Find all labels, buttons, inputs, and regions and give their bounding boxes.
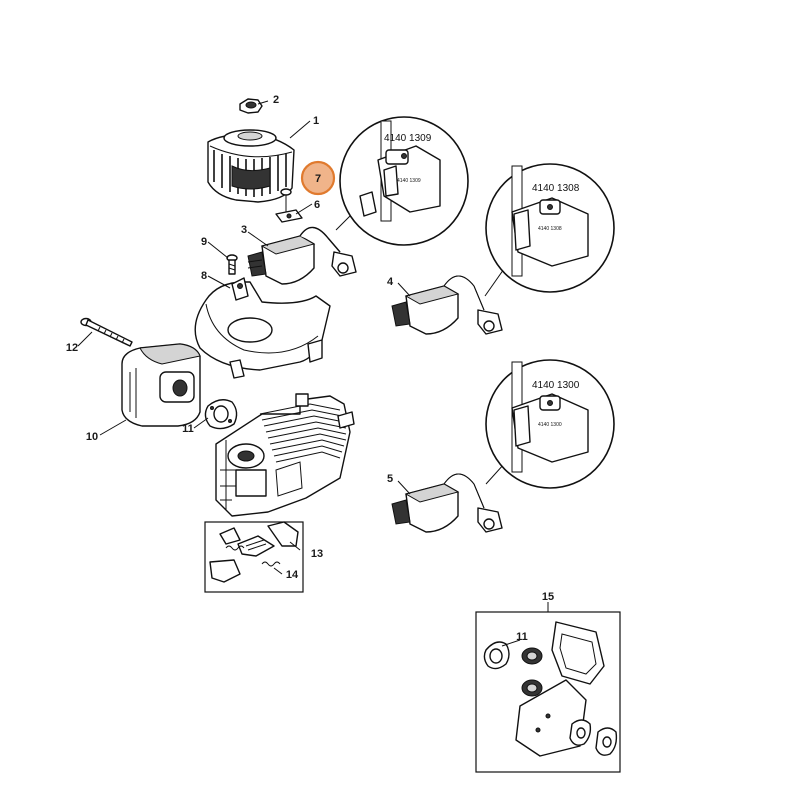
callout-11-kit[interactable]: 11 [516, 631, 528, 643]
ignition-module-4[interactable] [391, 275, 503, 335]
callout-9[interactable]: 9 [201, 236, 207, 248]
nut[interactable] [239, 98, 263, 114]
plate[interactable] [275, 209, 303, 223]
callout-labels: 2 1 6 3 9 8 12 10 11 4 5 13 14 15 11 [66, 94, 554, 643]
callout-3[interactable]: 3 [241, 224, 247, 236]
callout-10[interactable]: 10 [86, 431, 98, 443]
part-number-1308: 4140 1308 [532, 183, 580, 194]
screw-9[interactable] [226, 254, 238, 275]
detail-view-1308[interactable]: 4140 1308 4140 1308 [484, 163, 615, 297]
callout-8[interactable]: 8 [201, 270, 207, 282]
muffler[interactable] [121, 343, 201, 427]
screw-7[interactable] [280, 188, 292, 212]
ignition-module-5[interactable] [391, 473, 503, 533]
callout-15[interactable]: 15 [542, 591, 554, 603]
part-number-1309: 4140 1309 [384, 133, 432, 144]
callout-14[interactable]: 14 [286, 569, 299, 581]
engine-block[interactable] [215, 393, 355, 517]
seal-ring-2 [521, 679, 543, 697]
callout-12[interactable]: 12 [66, 342, 78, 354]
callout-1[interactable]: 1 [313, 115, 319, 127]
callout-11[interactable]: 11 [182, 423, 194, 435]
callout-7-highlight[interactable]: 7 [300, 160, 336, 196]
leader-lines [77, 100, 549, 647]
seal-ring-1 [521, 647, 543, 665]
callout-6[interactable]: 6 [314, 199, 320, 211]
clutch-spring [225, 545, 281, 567]
callout-13[interactable]: 13 [311, 548, 323, 560]
part-number-1300: 4140 1300 [532, 380, 580, 391]
part-label-1308: 4140 1308 [538, 226, 562, 232]
part-label-1300: 4140 1300 [538, 422, 562, 428]
bolt-12[interactable] [80, 317, 133, 347]
callout-2[interactable]: 2 [273, 94, 279, 106]
part-label-1309: 4140 1309 [397, 178, 421, 184]
flywheel[interactable] [207, 129, 295, 203]
ignition-module-3[interactable] [247, 226, 357, 285]
clutch-kit-box[interactable] [204, 521, 304, 593]
callout-7-label: 7 [315, 173, 321, 185]
gasket-set-box[interactable] [475, 611, 621, 773]
detail-view-1309[interactable]: 4140 1309 4140 1309 [335, 116, 469, 246]
backplate[interactable] [194, 277, 331, 379]
detail-view-1300[interactable]: 4140 1300 4140 1300 [485, 359, 615, 489]
gasket-11[interactable] [204, 399, 238, 430]
callout-5[interactable]: 5 [387, 473, 393, 485]
callout-4[interactable]: 4 [387, 276, 394, 288]
